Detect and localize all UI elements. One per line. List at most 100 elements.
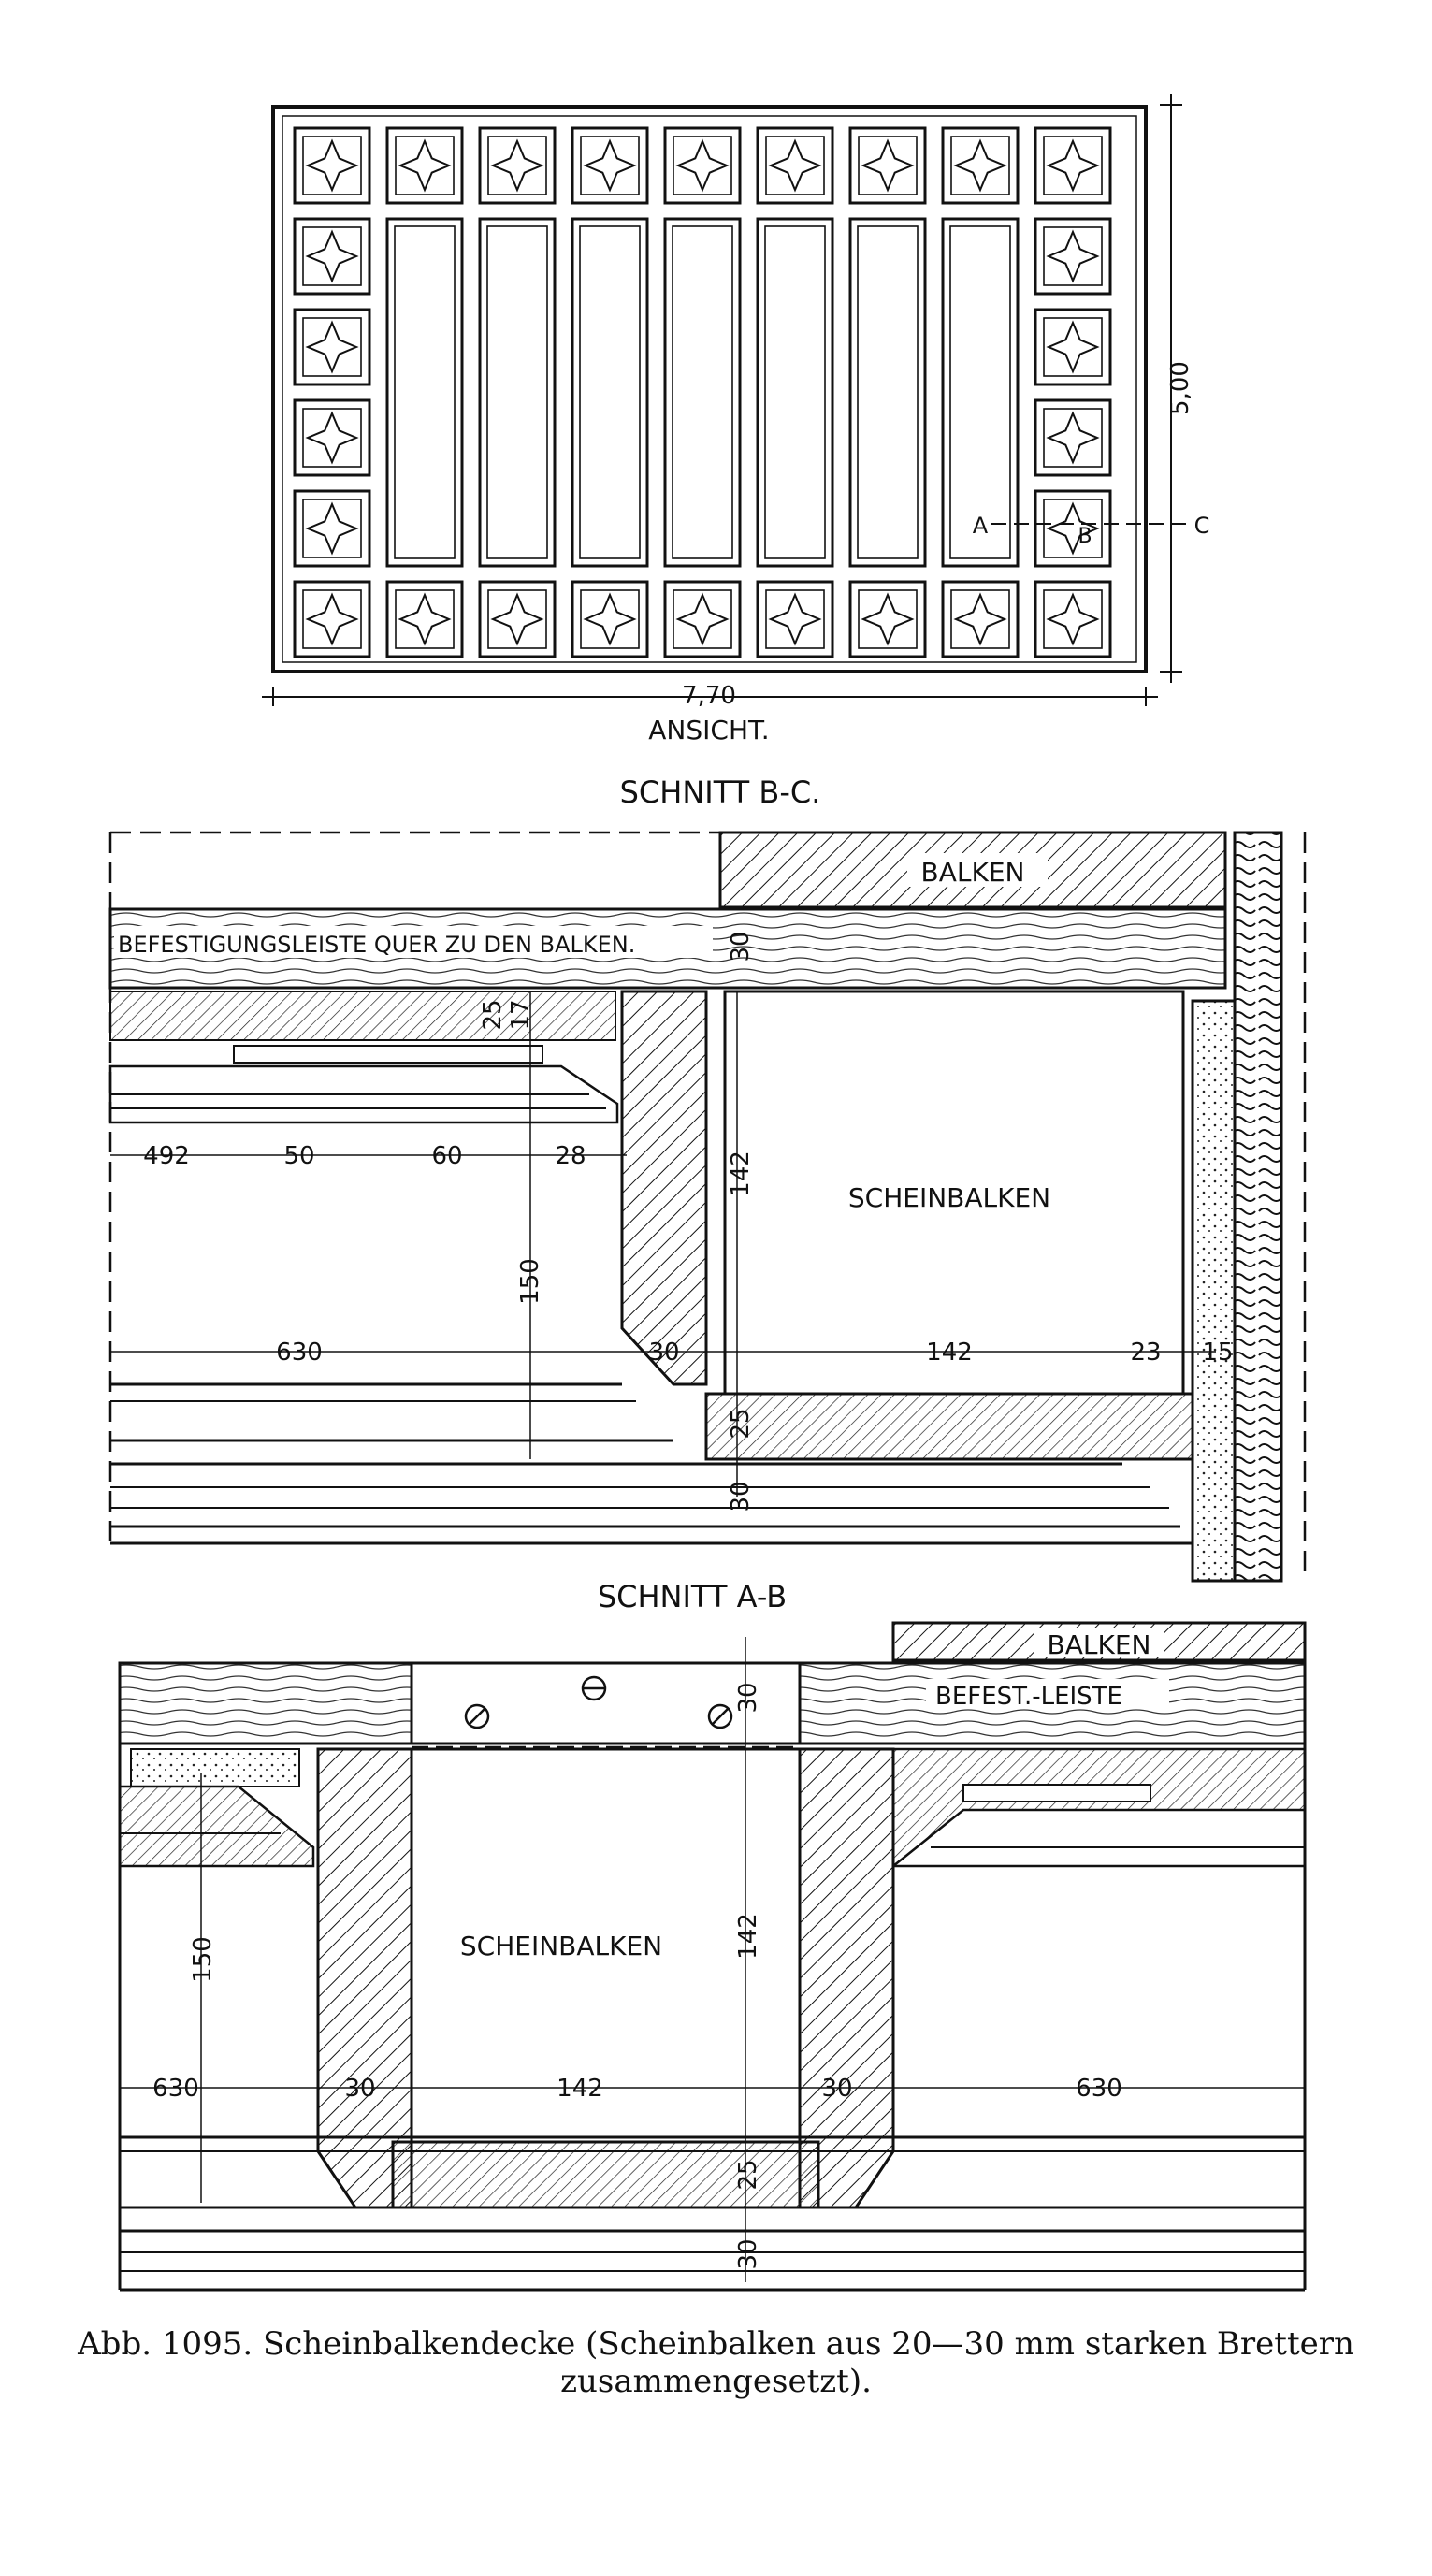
marker-b: B [1078,525,1092,548]
bc-bottom-board [704,1392,1194,1461]
rosette-icon [1046,229,1100,283]
coffer-20 [571,580,649,658]
coffer-12 [1034,308,1112,386]
bc-cornice-top [109,991,616,1041]
coffer-21 [663,580,742,658]
rosette-icon [675,592,730,646]
rosette-icon [1046,320,1100,374]
ab-dim-142-vertical: 142 [734,1913,762,1960]
bc-wall-plaster [1191,999,1237,1583]
bc-dim-30-top: 30 [727,931,755,962]
bc-cornice-profile [108,1064,619,1124]
rosette-icon [1046,411,1100,465]
screw-icon-3 [707,1703,733,1729]
coffer-22 [756,580,834,658]
ab-dim-25: 25 [734,2159,762,2190]
rosette-icon [398,592,452,646]
bc-dim-15: 15 [1202,1339,1233,1367]
marker-a: A [973,513,989,539]
bc-dim-60: 60 [431,1142,462,1170]
ab-dim-150: 150 [189,1936,217,1983]
coffer-23 [848,580,927,658]
coffer-8 [1034,126,1112,205]
long-panel-7 [941,217,1020,568]
coffer-grid [293,126,1112,658]
coffer-6 [848,126,927,205]
coffer-2 [478,126,557,205]
rosette-icon [953,592,1007,646]
bc-dim-150: 150 [516,1258,544,1305]
rosette-icon [305,138,359,193]
coffer-13 [293,398,371,477]
ab-plaster-left [130,1748,300,1787]
rosette-icon [861,138,915,193]
ab-balken-label: BALKEN [1048,1629,1151,1660]
ab-dim-630-left: 630 [152,2075,199,2103]
bc-dim-30-bottom: 30 [727,1481,755,1512]
bc-dashed-outline [110,831,722,907]
rosette-icon [305,411,359,465]
coffer-17 [293,580,371,658]
ab-dim-30-left: 30 [344,2075,375,2103]
coffer-15 [293,489,371,568]
figure-caption: Abb. 1095. Scheinbalkendecke (Scheinbalk… [78,2325,1354,2400]
bc-dim-630: 630 [276,1339,323,1367]
ab-cornice-right [891,1747,1307,1869]
ab-dim-30-right: 30 [821,2075,852,2103]
bc-dim-30: 30 [648,1339,679,1367]
bc-leiste-label: BEFESTIGUNGSLEISTE QUER ZU DEN BALKEN. [118,932,635,958]
ansicht-label: ANSICHT. [648,715,769,745]
ceiling-inner-outline [282,115,1137,663]
rosette-icon [305,229,359,283]
long-panel-1 [385,217,464,568]
section-bc: SCHNITT B-C. BALKEN BEFESTIGUNGSLEISTE Q… [108,774,1307,1583]
height-dim-label: 5,00 [1166,361,1194,415]
long-panel-6 [848,217,927,568]
rosette-icon [305,320,359,374]
ceiling-outline [271,105,1148,673]
rosette-icon [768,138,822,193]
ab-leiste-label: BEFEST.-LEISTE [935,1683,1122,1711]
rosette-icon [768,592,822,646]
screw-icon-1 [464,1703,490,1729]
bc-dim-492: 492 [143,1142,190,1170]
bc-dim-142-horizontal: 142 [926,1339,973,1367]
coffer-1 [385,126,464,205]
bc-dim-23: 23 [1130,1339,1161,1367]
bc-balken-label: BALKEN [921,857,1025,888]
ab-bottom-board [391,2140,820,2209]
rosette-icon [953,138,1007,193]
bc-wall [1233,831,1283,1583]
panel-grid [385,217,1020,568]
rosette-icon [1046,138,1100,193]
bc-dim-25-bottom: 25 [727,1408,755,1439]
coffer-0 [293,126,371,205]
rosette-icon [583,592,637,646]
rosette-icon [305,592,359,646]
long-panel-2 [478,217,557,568]
bc-dim-142-vertical: 142 [727,1151,755,1197]
long-panel-5 [756,217,834,568]
coffer-7 [941,126,1020,205]
coffer-9 [293,217,371,296]
rosette-icon [305,501,359,556]
rosette-icon [675,138,730,193]
rosette-icon [490,592,544,646]
coffer-5 [756,126,834,205]
bc-side-board [620,990,708,1386]
section-bc-title: SCHNITT B-C. [620,774,821,810]
ab-dim-630-right: 630 [1076,2075,1122,2103]
section-ab-title: SCHNITT A-B [598,1579,787,1614]
bc-dim-25: 25 [479,999,507,1030]
coffer-18 [385,580,464,658]
ab-scheinbalken-label: SCHEINBALKEN [460,1931,662,1961]
coffer-14 [1034,398,1112,477]
coffer-25 [1034,580,1112,658]
rosette-icon [398,138,452,193]
bc-scheinbalken-label: SCHEINBALKEN [848,1182,1050,1213]
width-dim-label: 7,70 [682,682,736,710]
long-panel-3 [571,217,649,568]
rosette-icon [490,138,544,193]
ab-dim-142-horizontal: 142 [557,2075,603,2103]
